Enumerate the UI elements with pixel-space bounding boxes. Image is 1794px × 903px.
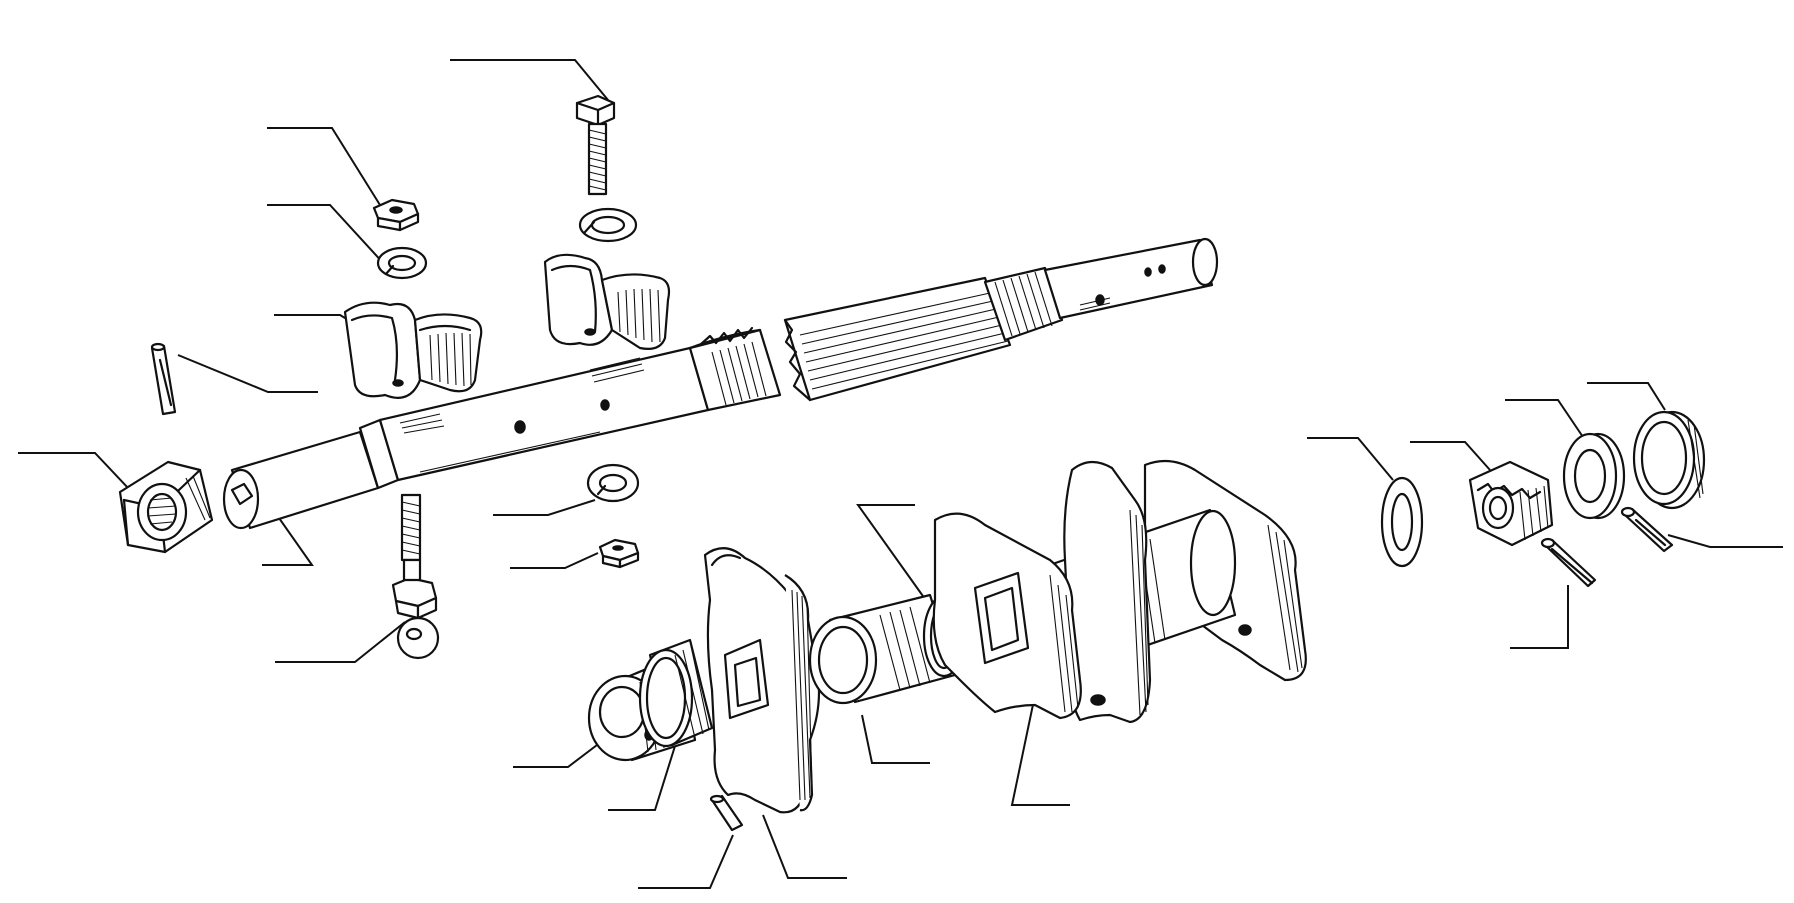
large-hex-nut	[118, 460, 214, 554]
leader-lock-washer-mid	[493, 499, 596, 516]
taper-pin	[1620, 506, 1674, 553]
splined-shaft	[783, 237, 1219, 402]
leader-roll-pin	[177, 354, 318, 393]
leader-hex-bolt	[450, 59, 609, 101]
leader-castle-nut	[1410, 441, 1491, 471]
leader-end-ring	[1587, 382, 1666, 411]
roll-pin-left	[150, 342, 177, 416]
lock-washer-mid	[586, 463, 640, 503]
leader-small-nut-top	[267, 127, 381, 206]
main-shaft	[222, 326, 782, 530]
end-ring	[1632, 410, 1706, 510]
small-hex-nut-mid	[598, 538, 640, 569]
small-hex-nut-top	[372, 198, 420, 232]
ball-stud	[391, 493, 440, 660]
leader-spring-pin	[638, 834, 734, 889]
bellcrank-assembly	[932, 459, 1307, 724]
clamp-bracket-left	[343, 301, 483, 399]
leader-large-nut	[18, 452, 129, 489]
leader-small-nut-mid	[510, 552, 599, 569]
thick-washer	[1562, 432, 1626, 520]
leader-thick-washer	[1505, 399, 1586, 441]
hex-bolt	[575, 94, 638, 243]
leader-main-shaft	[262, 507, 314, 566]
spring-pin	[709, 794, 744, 832]
leader-bushing	[861, 714, 930, 764]
lock-washer-top	[376, 246, 428, 280]
o-ring	[638, 638, 714, 748]
castle-nut	[1468, 460, 1554, 547]
leader-ball-stud	[275, 621, 406, 663]
clamp-bracket-right	[543, 253, 671, 350]
cotter-pin	[1540, 537, 1597, 588]
leader-taper-pin	[1667, 534, 1783, 548]
leader-flat-washer	[1307, 437, 1394, 481]
leader-o-ring	[608, 729, 681, 811]
leader-collar	[513, 744, 598, 768]
leader-lines	[18, 59, 1783, 889]
lever-plate-front	[703, 547, 821, 814]
leader-bellcrank-top	[856, 504, 941, 621]
leader-lever-plate	[762, 814, 847, 879]
leader-cotter-pin	[1510, 585, 1569, 649]
flat-washer	[1380, 476, 1424, 568]
leader-bellcrank	[1010, 694, 1070, 806]
leader-lock-washer-top	[267, 204, 386, 266]
